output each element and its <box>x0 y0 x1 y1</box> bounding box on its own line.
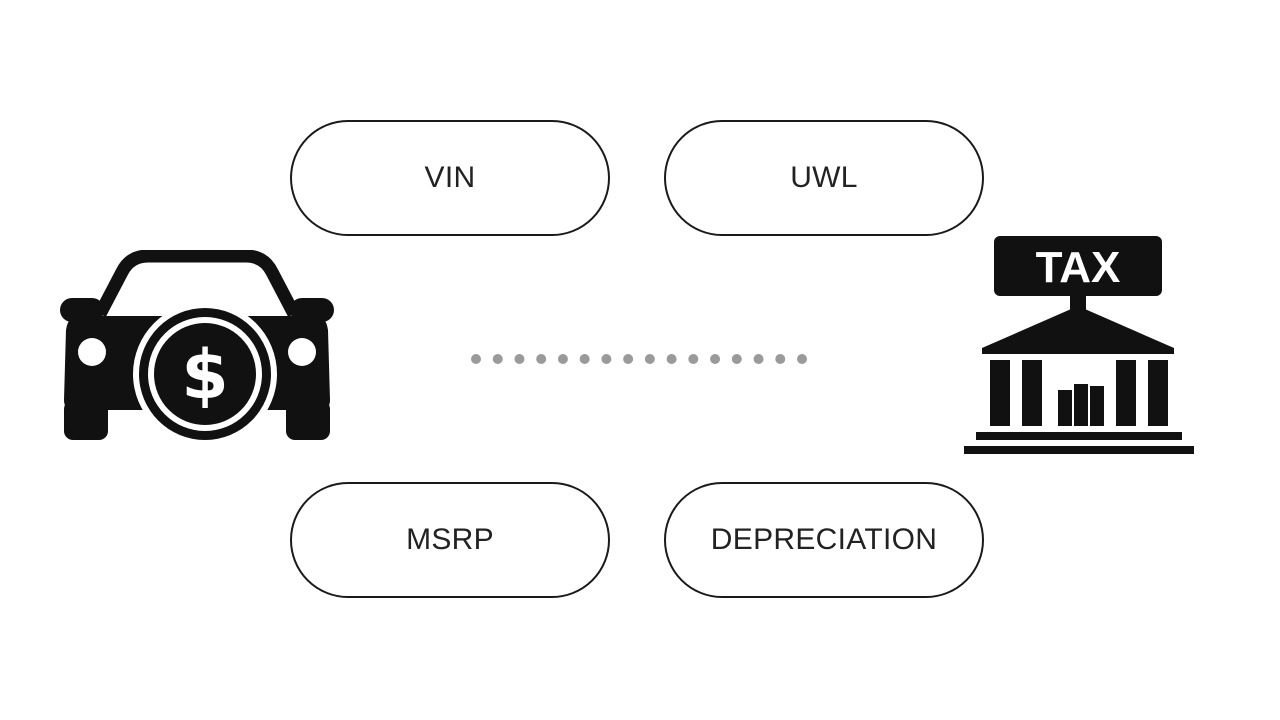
uwl-label: UWL <box>790 161 858 194</box>
connector-dot <box>623 354 634 364</box>
vin-pill: VIN <box>290 120 610 236</box>
connector-dot <box>492 354 503 364</box>
connector-dot <box>666 354 677 364</box>
depreciation-label: DEPRECIATION <box>710 523 938 556</box>
bar-1 <box>1058 390 1072 426</box>
tax-label: TAX <box>1036 243 1121 292</box>
connector-dot <box>536 354 547 364</box>
column-1 <box>990 360 1010 426</box>
msrp-pill: MSRP <box>290 482 610 598</box>
dollar-symbol: $ <box>181 336 228 415</box>
depreciation-pill: DEPRECIATION <box>664 482 984 598</box>
connector-dot <box>514 354 525 364</box>
building-roof <box>982 306 1174 354</box>
connector-dot <box>601 354 612 364</box>
car-roof <box>94 250 300 318</box>
vin-label: VIN <box>424 161 476 194</box>
column-2 <box>1022 360 1042 426</box>
connector-dot <box>731 354 742 364</box>
bar-2 <box>1074 384 1088 426</box>
connector-dot <box>797 354 807 364</box>
car-headlight-left <box>78 338 106 366</box>
connector-dot <box>688 354 699 364</box>
msrp-label: MSRP <box>406 523 494 556</box>
bar-3 <box>1090 386 1104 426</box>
car-dollar-icon: $ <box>60 250 334 446</box>
tax-building-icon: TAX <box>964 236 1194 454</box>
connector-dot <box>644 354 655 364</box>
column-7 <box>1148 360 1168 426</box>
building-base-upper <box>976 432 1182 440</box>
tax-sign <box>994 236 1162 296</box>
connector-dot <box>557 354 568 364</box>
car-wheel-right <box>286 400 330 440</box>
connector-dot <box>753 354 764 364</box>
connector-dot <box>710 354 721 364</box>
car-headlight-right <box>288 338 316 366</box>
coin-face <box>154 323 256 425</box>
dot-group <box>471 354 807 364</box>
connector-dot <box>775 354 786 364</box>
connector-dot <box>579 354 590 364</box>
uwl-pill: UWL <box>664 120 984 236</box>
dotted-connector <box>471 354 807 364</box>
building-base-lower <box>964 446 1194 454</box>
connector-dot <box>471 354 481 364</box>
column-6 <box>1116 360 1136 426</box>
car-wheel-left <box>64 400 108 440</box>
